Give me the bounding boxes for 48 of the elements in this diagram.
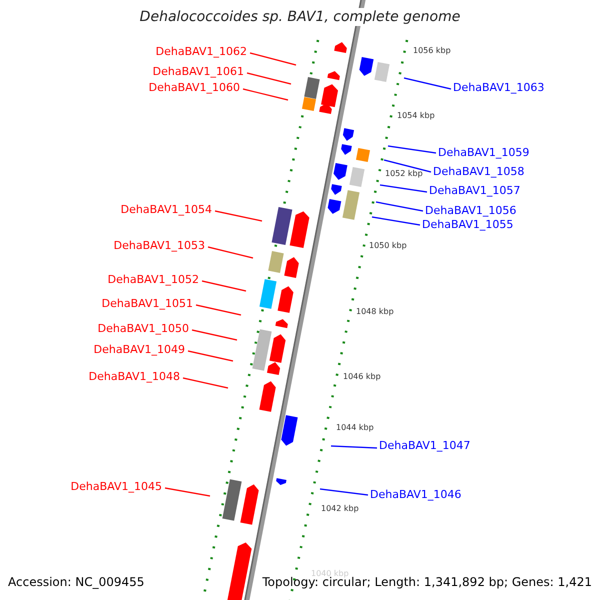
scale-label: 1044 kbp [336,424,374,432]
gene-label: DehaBAV1_1047 [379,440,470,451]
leader-line [188,350,234,362]
leader-line [372,216,420,226]
genome-summary: Topology: circular; Length: 1,341,892 bp; Genes: 1,421 [262,576,592,588]
leader-line [250,52,296,66]
scale-label: 1056 kbp [413,47,451,55]
leader-line [242,88,288,101]
scale-label: 1048 kbp [356,308,394,316]
gene-label: DehaBAV1_1053 [114,240,205,251]
leader-line [208,246,254,259]
gene-label: DehaBAV1_1049 [94,344,185,355]
leader-line [376,201,424,212]
gene-label: DehaBAV1_1056 [425,205,516,216]
scale-label: 1046 kbp [343,373,381,381]
leader-line [246,72,292,85]
gene-label: DehaBAV1_1058 [433,166,524,177]
leader-line [388,145,436,154]
leader-line [214,210,262,222]
gene-label: DehaBAV1_1057 [429,185,520,196]
gene-label: DehaBAV1_1052 [108,274,199,285]
leader-line [384,159,432,173]
leader-line [164,487,210,497]
gene-label: DehaBAV1_1050 [98,323,189,334]
scale-label: 1054 kbp [397,112,435,120]
leader-line [182,377,228,389]
leader-line [202,280,246,292]
scale-label: 1052 kbp [385,170,423,178]
scale-label: 1050 kbp [369,242,407,250]
gene-label: DehaBAV1_1046 [370,489,462,500]
gene-label: DehaBAV1_1054 [120,204,212,215]
leader-line [380,184,428,193]
gene-label: DehaBAV1_1045 [70,481,162,492]
gene-label: DehaBAV1_1060 [148,82,240,93]
gene-label: DehaBAV1_1062 [156,46,247,57]
leader-line [330,445,378,449]
leader-line [320,488,368,496]
gene-label: DehaBAV1_1059 [438,147,530,158]
scale-label: 1042 kbp [321,505,359,513]
accession-note: Accession: NC_009455 [8,576,144,588]
leader-line [192,329,238,341]
gene-label: DehaBAV1_1051 [102,298,193,309]
gene-label: DehaBAV1_1048 [88,371,180,382]
gene-label: DehaBAV1_1061 [152,66,244,77]
gene-label: DehaBAV1_1063 [453,82,544,93]
leader-line [404,77,452,90]
gene-label: DehaBAV1_1055 [422,219,514,230]
leader-line [196,304,242,316]
